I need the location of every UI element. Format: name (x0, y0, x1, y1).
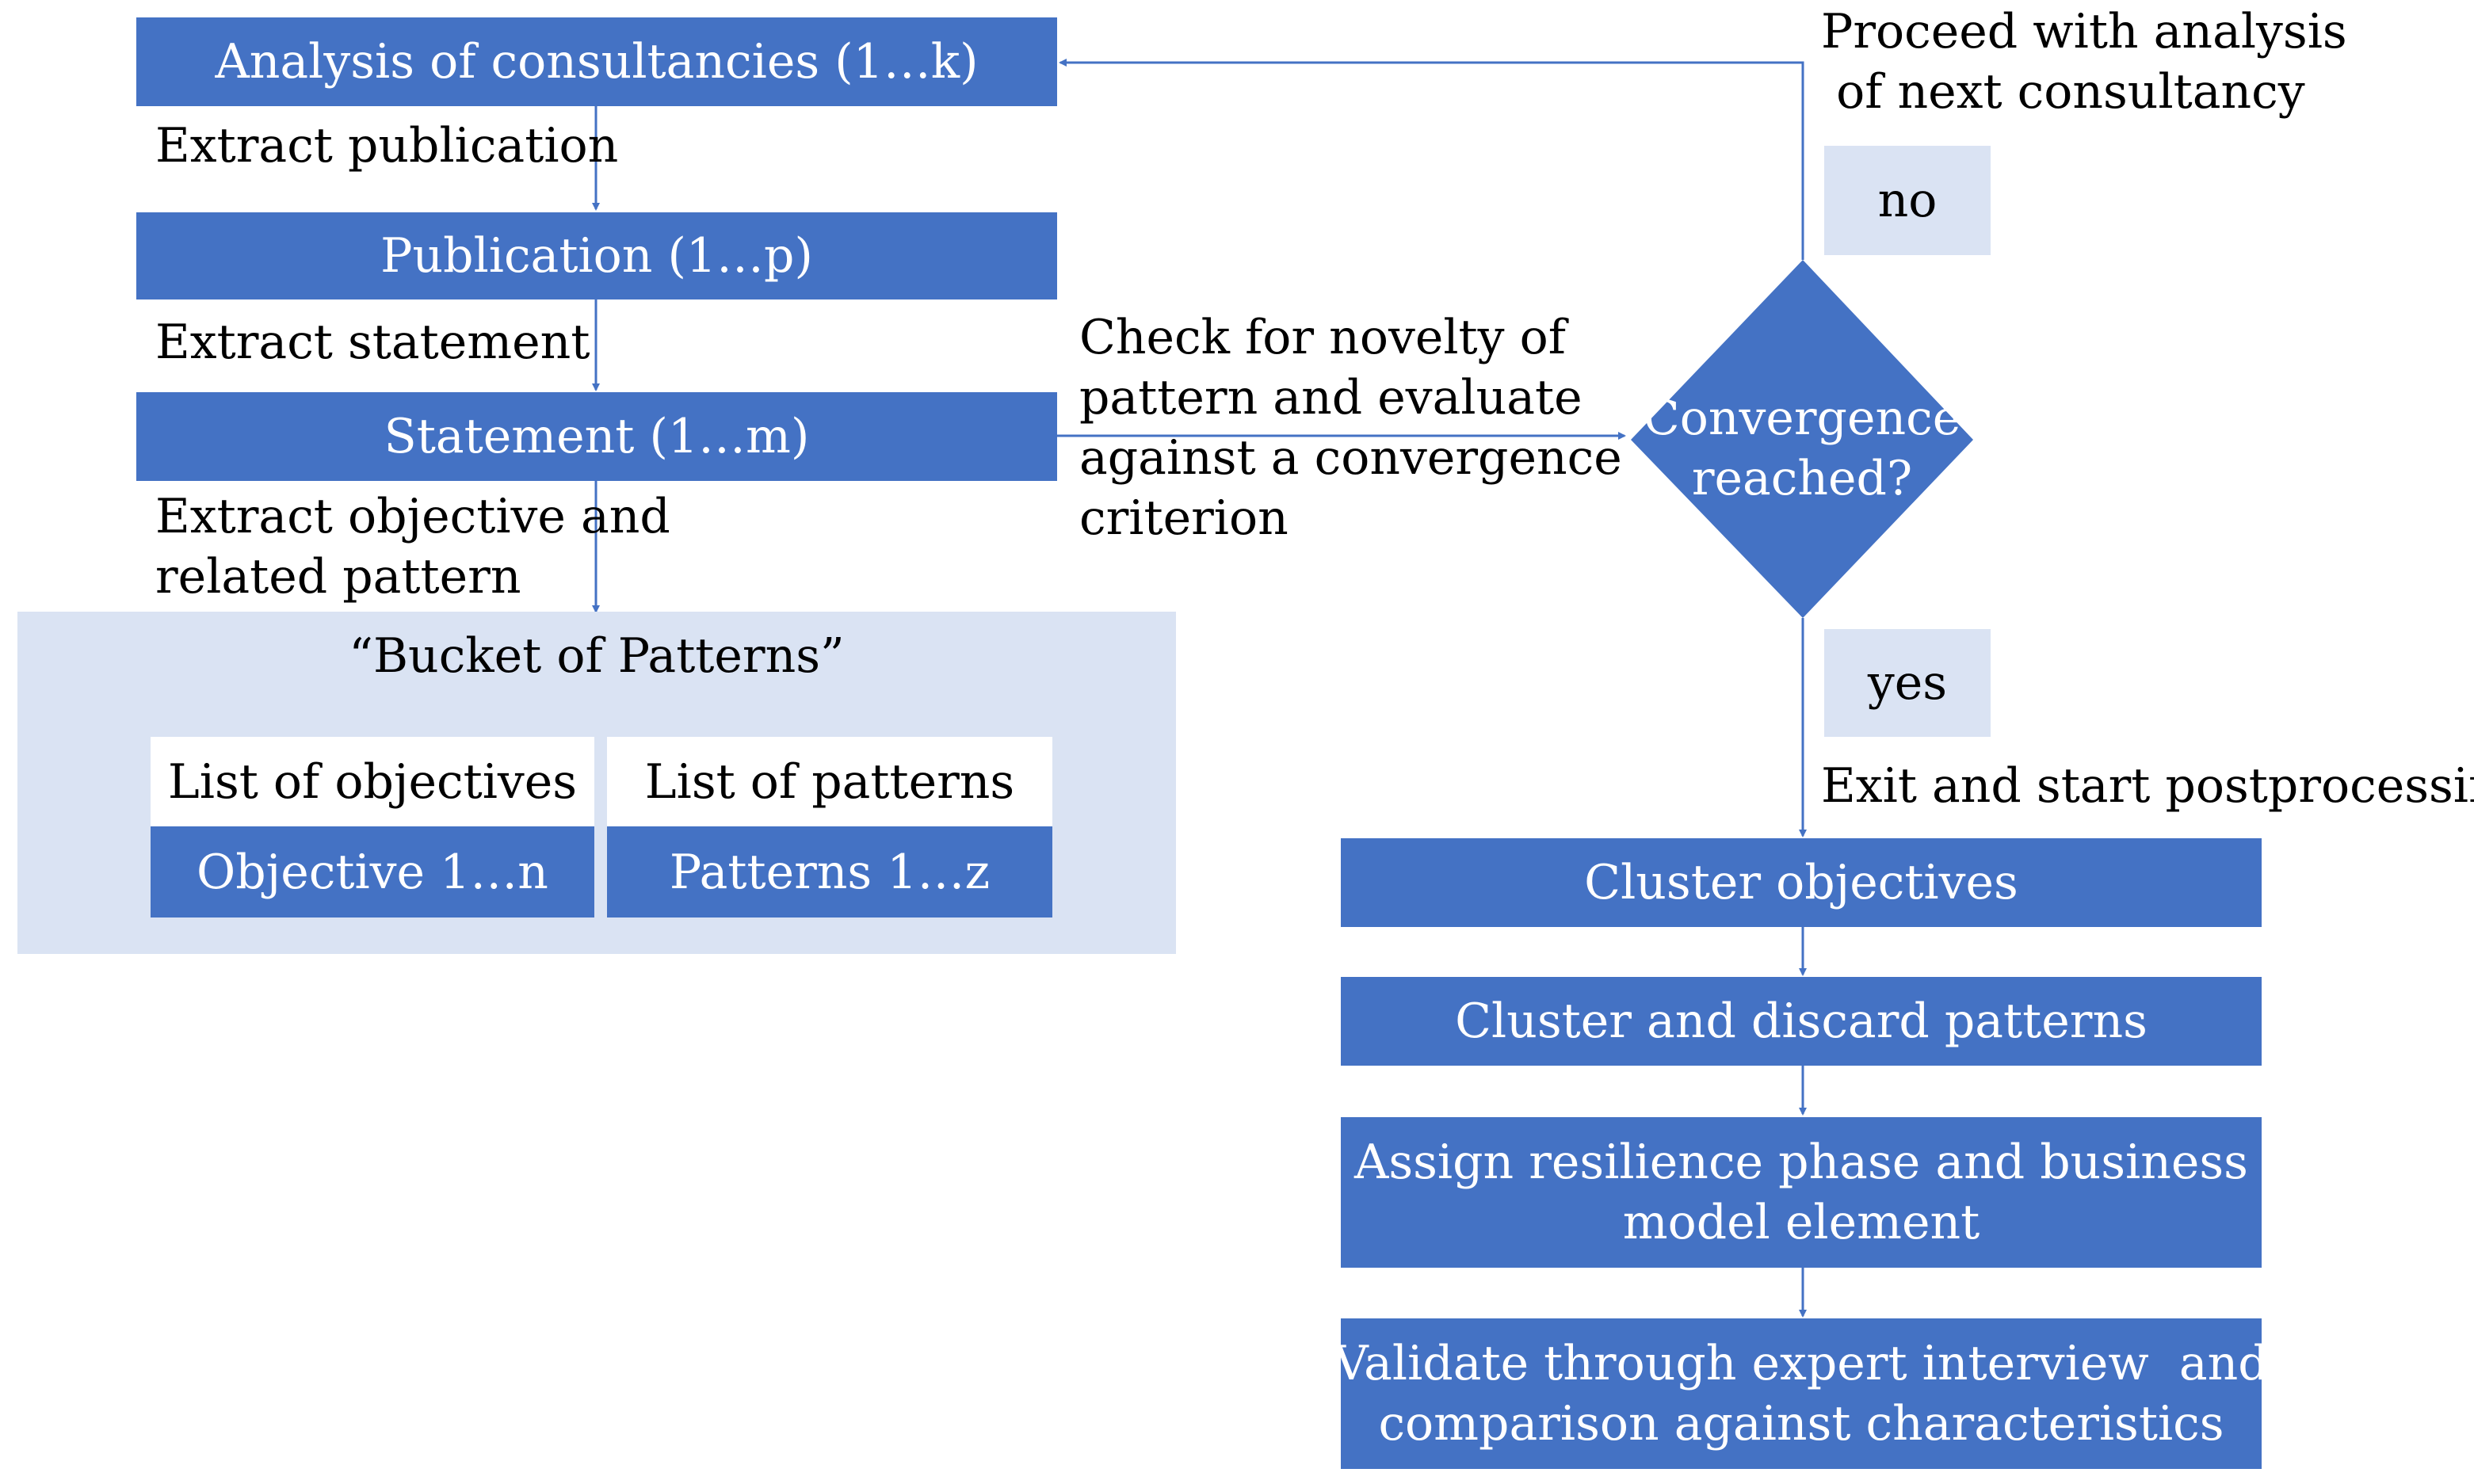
validate-line-1: Validate through expert interview and (1334, 1336, 2269, 1391)
list-of-patterns-header: List of patterns (607, 737, 1052, 826)
check-line-4: criterion (1079, 490, 1289, 546)
bucket-title: “Bucket of Patterns” (349, 628, 845, 684)
yes-label: yes (1867, 655, 1948, 711)
cluster-objectives-label: Cluster objectives (1584, 855, 2018, 910)
arrow-decision-no-loop (1059, 59, 1804, 260)
extract-objective-line-2: related pattern (155, 549, 521, 605)
analysis-of-consultancies-label: Analysis of consultancies (1…k) (215, 34, 979, 90)
cluster-objectives-box: Cluster objectives (1341, 838, 2262, 927)
list-of-patterns-label: List of patterns (644, 753, 1015, 810)
publication-box: Publication (1…p) (136, 212, 1057, 299)
decision-line-1: Convergence (1643, 391, 1961, 446)
extract-statement-label: Extract statement (155, 315, 590, 370)
patterns-item-label: Patterns 1…z (669, 844, 991, 900)
assign-resilience-box: Assign resilience phase and business mod… (1341, 1117, 2262, 1268)
list-of-objectives-header: List of objectives (151, 737, 594, 826)
no-label-box: no (1824, 146, 1991, 255)
objectives-item-box: Objective 1…n (151, 826, 594, 917)
proceed-line-1: Proceed with analysis (1821, 4, 2347, 59)
proceed-label: Proceed with analysis of next consultanc… (1821, 2, 2347, 122)
yes-label-box: yes (1824, 629, 1991, 737)
assign-line-2: model element (1622, 1195, 1980, 1250)
exit-label: Exit and start postprocessing (1821, 758, 2474, 814)
publication-label: Publication (1…p) (380, 228, 813, 284)
extract-publication-label: Extract publication (155, 118, 619, 174)
analysis-of-consultancies-box: Analysis of consultancies (1…k) (136, 17, 1057, 106)
proceed-line-2: of next consultancy (1821, 64, 2305, 120)
statement-label: Statement (1…m) (384, 409, 810, 464)
check-line-2: pattern and evaluate (1079, 370, 1583, 425)
assign-line-1: Assign resilience phase and business (1354, 1135, 2248, 1190)
objectives-item-label: Objective 1…n (197, 844, 548, 900)
patterns-item-box: Patterns 1…z (607, 826, 1052, 917)
cluster-patterns-label: Cluster and discard patterns (1455, 994, 2148, 1049)
no-label: no (1877, 173, 1938, 228)
validate-line-2: comparison against characteristics (1378, 1396, 2224, 1452)
check-novelty-label: Check for novelty of pattern and evaluat… (1079, 307, 1622, 548)
decision-diamond (1631, 260, 1973, 618)
extract-objective-label: Extract objective and related pattern (155, 486, 670, 607)
check-line-1: Check for novelty of (1079, 310, 1566, 365)
decision-label: Convergence reached? (1631, 388, 1973, 509)
extract-objective-line-1: Extract objective and (155, 489, 670, 544)
cluster-patterns-box: Cluster and discard patterns (1341, 977, 2262, 1066)
check-line-3: against a convergence (1079, 430, 1622, 486)
statement-box: Statement (1…m) (136, 392, 1057, 481)
list-of-objectives-label: List of objectives (167, 753, 578, 810)
validate-box: Validate through expert interview and co… (1334, 1318, 2269, 1469)
decision-line-2: reached? (1691, 451, 1913, 506)
